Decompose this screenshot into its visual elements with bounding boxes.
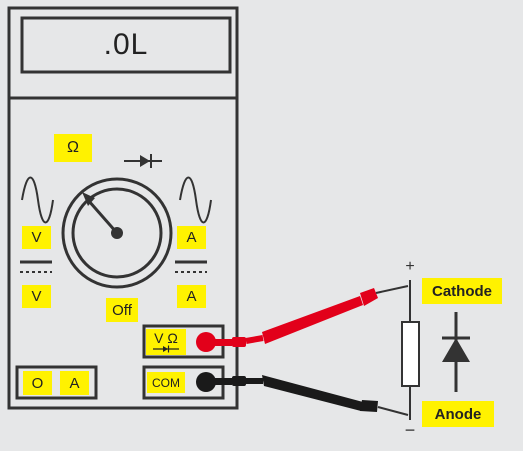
test-component bbox=[401, 280, 420, 420]
v-ohm-port-text: V Ω bbox=[154, 330, 178, 346]
ac-amps-label: A bbox=[177, 226, 206, 249]
selector-dial-outer[interactable] bbox=[61, 177, 173, 289]
dc-volts-label: V bbox=[22, 285, 51, 308]
dial-hub bbox=[111, 227, 123, 239]
ohm-label: Ω bbox=[54, 134, 92, 162]
diode-test-icon bbox=[124, 154, 162, 168]
diode-mini-icon bbox=[153, 345, 179, 353]
ac-volts-label: V bbox=[22, 226, 51, 249]
dc-amps-label: A bbox=[177, 285, 206, 308]
black-probe[interactable] bbox=[196, 372, 409, 416]
com-port-label: COM bbox=[147, 372, 185, 393]
multimeter-body bbox=[7, 6, 239, 410]
red-probe[interactable] bbox=[196, 285, 409, 352]
dial-pointer bbox=[86, 199, 119, 234]
current-jack-box bbox=[15, 365, 98, 400]
current-a-label: A bbox=[60, 371, 89, 395]
diode-schematic-icon bbox=[442, 312, 470, 392]
v-ohm-port-label: V Ω bbox=[146, 329, 186, 355]
cathode-label: Cathode bbox=[422, 278, 502, 304]
display-reading: .0L bbox=[103, 28, 149, 61]
ac-wave-icon-left bbox=[21, 176, 54, 224]
minus-sign: − bbox=[404, 420, 416, 440]
ac-wave-icon-right bbox=[179, 176, 212, 224]
selector-dial-inner bbox=[71, 187, 163, 279]
off-label: Off bbox=[106, 298, 138, 322]
current-o-label: O bbox=[23, 371, 52, 395]
dc-symbol-left bbox=[20, 260, 52, 273]
anode-label: Anode bbox=[422, 401, 494, 427]
dc-symbol-right bbox=[175, 260, 207, 273]
plus-sign: + bbox=[405, 258, 415, 275]
dial-pointer-head bbox=[82, 192, 95, 206]
display-window bbox=[20, 16, 232, 74]
